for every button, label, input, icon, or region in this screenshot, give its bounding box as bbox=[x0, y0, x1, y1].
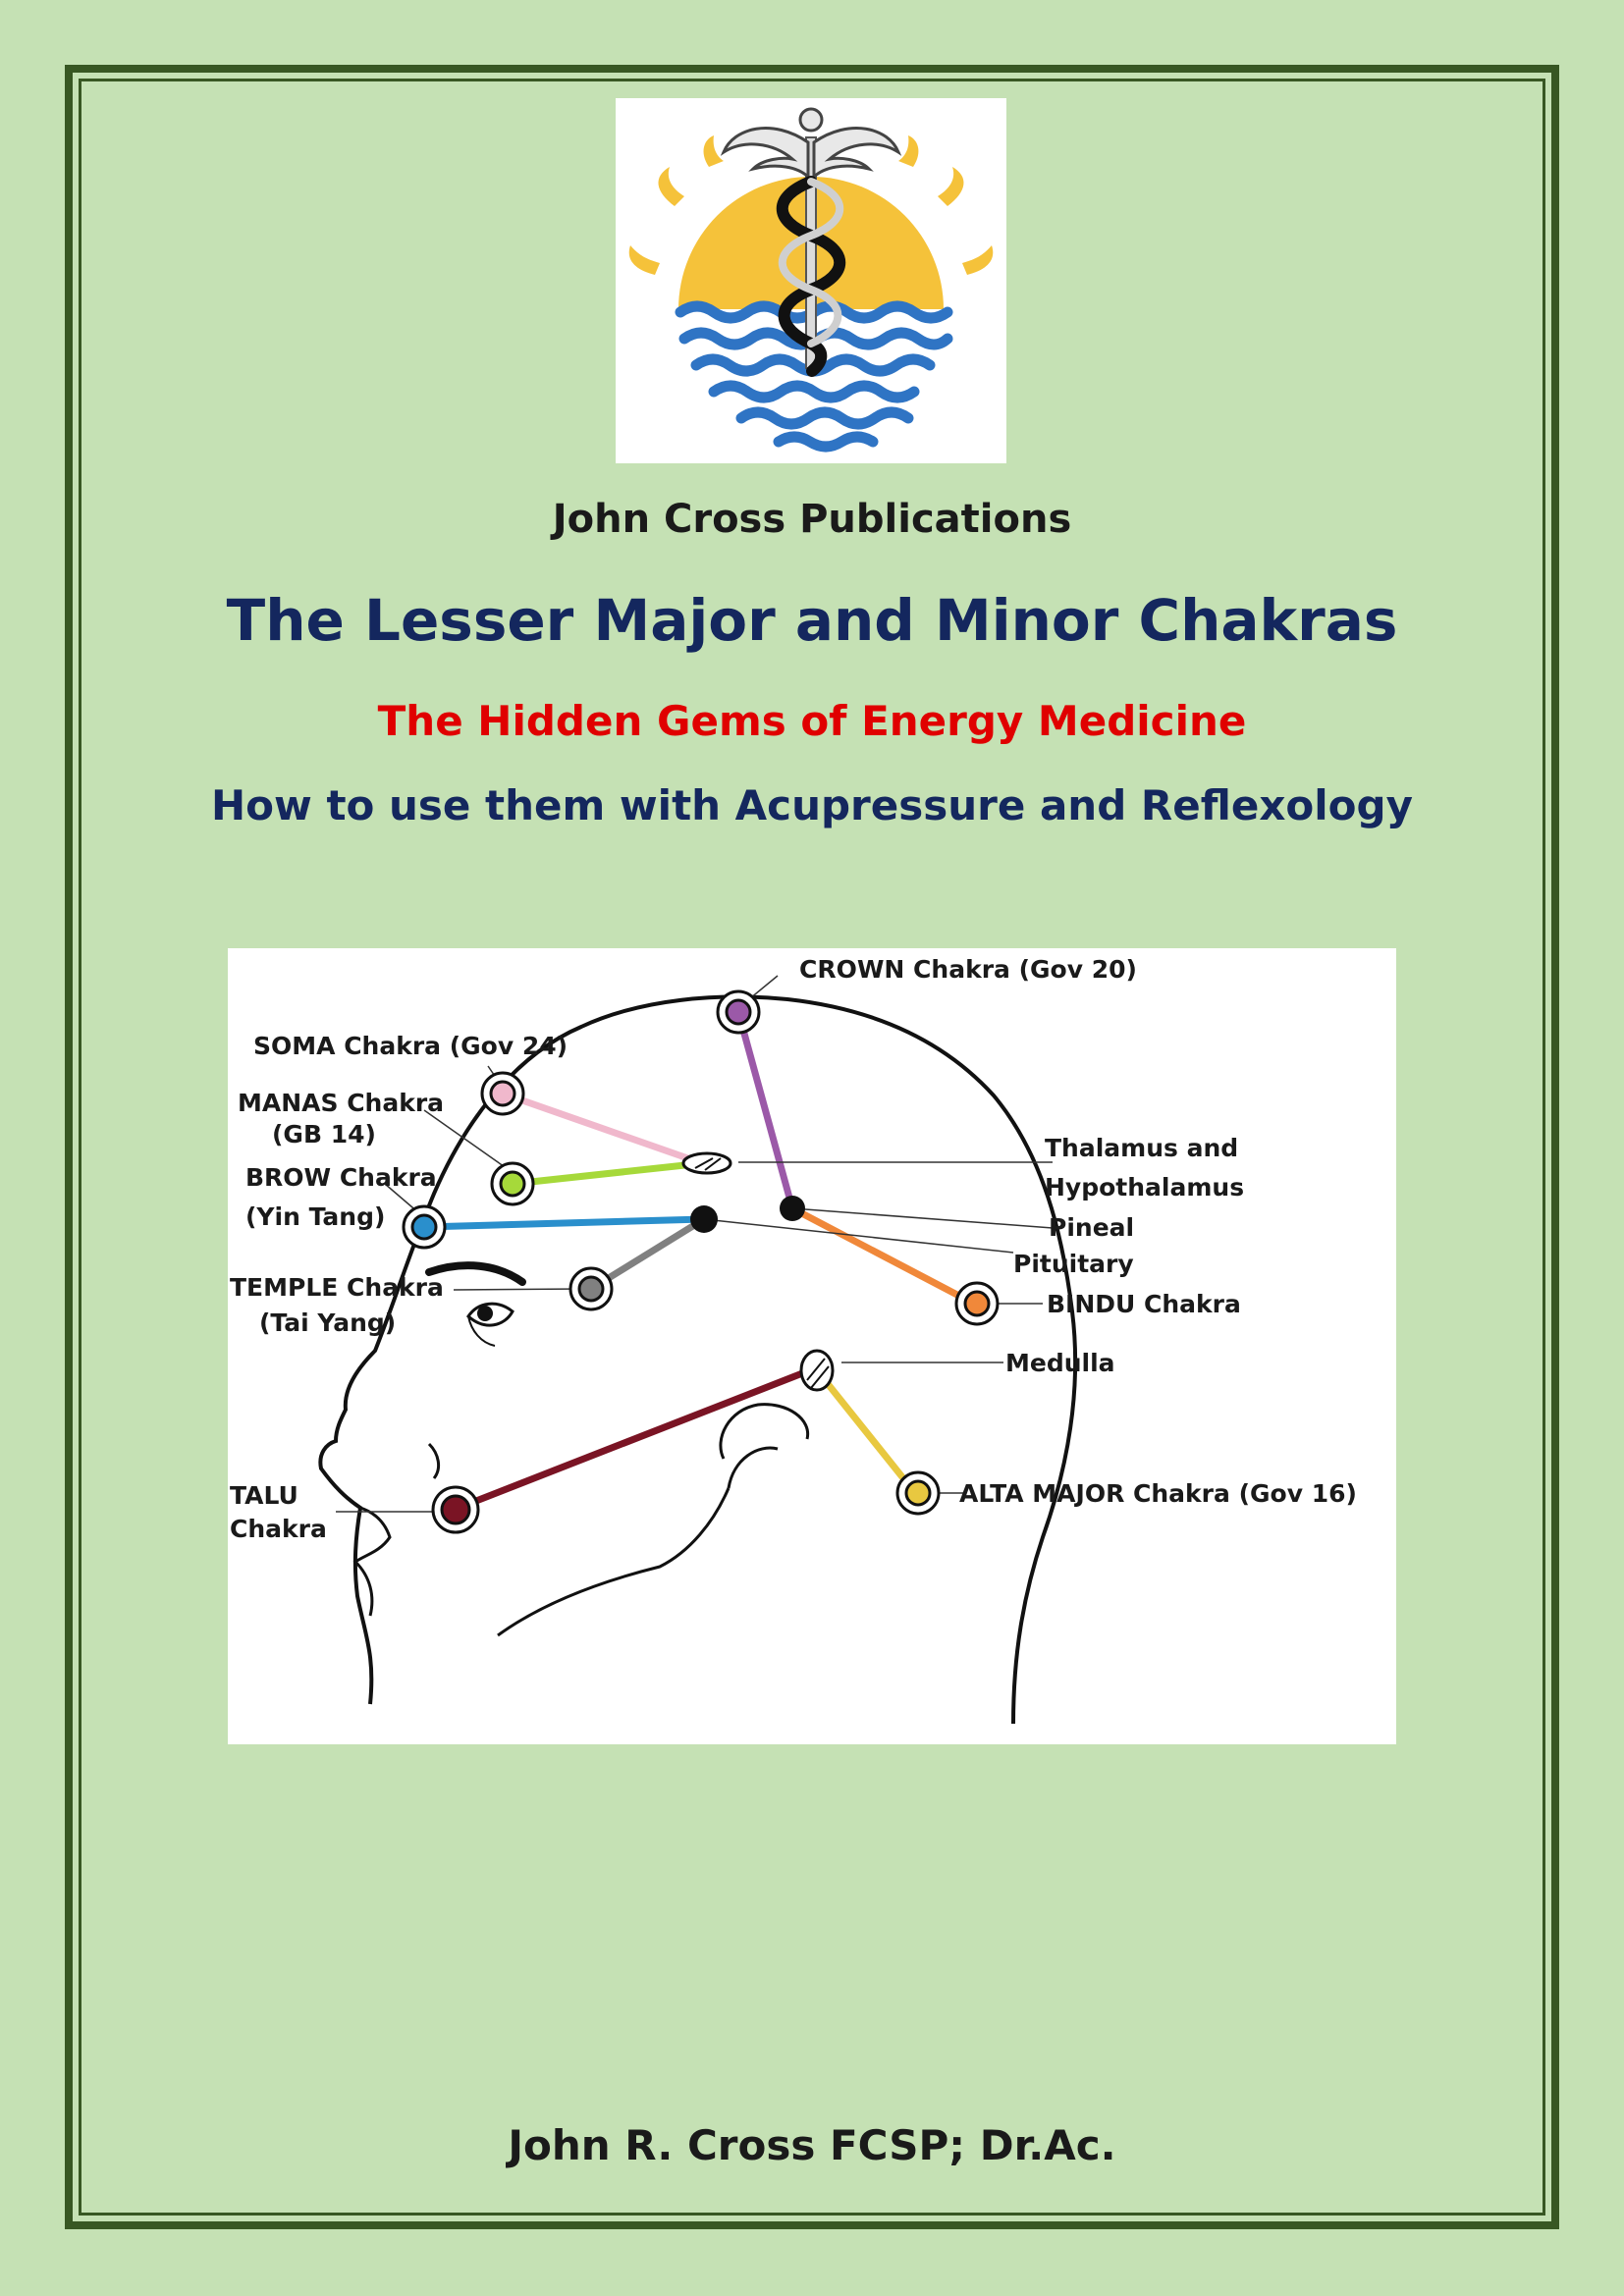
label-manas-2: (GB 14) bbox=[272, 1120, 376, 1148]
label-pituitary: Pituitary bbox=[1013, 1250, 1134, 1278]
head-profile-diagram: CROWN Chakra (Gov 20) SOMA Chakra (Gov 2… bbox=[230, 955, 1357, 1725]
label-brow-2: (Yin Tang) bbox=[245, 1202, 385, 1231]
label-crown: CROWN Chakra (Gov 20) bbox=[799, 955, 1137, 984]
head-outline bbox=[318, 994, 1078, 1725]
book-title: The Lesser Major and Minor Chakras bbox=[226, 587, 1398, 654]
pineal-marker bbox=[780, 1196, 805, 1221]
right-wing-icon bbox=[812, 127, 902, 181]
sun-rays bbox=[628, 135, 994, 275]
outer-border bbox=[65, 65, 1559, 2229]
medulla-marker bbox=[799, 1349, 835, 1392]
label-talu-2: Chakra bbox=[230, 1515, 327, 1543]
caduceus-sun-logo-icon bbox=[628, 107, 994, 453]
chakra-points bbox=[402, 989, 1000, 1534]
label-bindu: BINDU Chakra bbox=[1047, 1290, 1241, 1318]
inner-border bbox=[79, 79, 1545, 2216]
publisher-logo bbox=[616, 98, 1006, 463]
label-brow-1: BROW Chakra bbox=[245, 1163, 437, 1192]
label-soma: SOMA Chakra (Gov 24) bbox=[253, 1032, 568, 1060]
chakra-head-diagram: CROWN Chakra (Gov 20) SOMA Chakra (Gov 2… bbox=[228, 948, 1396, 1744]
label-thalamus-2: Hypothalamus bbox=[1045, 1173, 1244, 1201]
author-name: John R. Cross FCSP; Dr.Ac. bbox=[508, 2121, 1116, 2169]
label-thalamus-1: Thalamus and bbox=[1045, 1134, 1238, 1162]
thalamus-marker bbox=[681, 1151, 732, 1175]
label-medulla: Medulla bbox=[1005, 1349, 1115, 1377]
publisher-name: John Cross Publications bbox=[552, 497, 1072, 542]
left-wing-icon bbox=[720, 127, 810, 181]
pituitary-marker bbox=[690, 1205, 718, 1233]
label-temple-2: (Tai Yang) bbox=[259, 1308, 396, 1337]
book-subtitle: The Hidden Gems of Energy Medicine bbox=[377, 697, 1247, 745]
label-alta-major: ALTA MAJOR Chakra (Gov 16) bbox=[959, 1479, 1357, 1508]
label-pineal: Pineal bbox=[1049, 1213, 1134, 1242]
label-temple-1: TEMPLE Chakra bbox=[230, 1273, 444, 1302]
label-manas-1: MANAS Chakra bbox=[238, 1089, 444, 1117]
book-tagline: How to use them with Acupressure and Ref… bbox=[211, 781, 1413, 829]
label-talu-1: TALU bbox=[230, 1481, 298, 1510]
